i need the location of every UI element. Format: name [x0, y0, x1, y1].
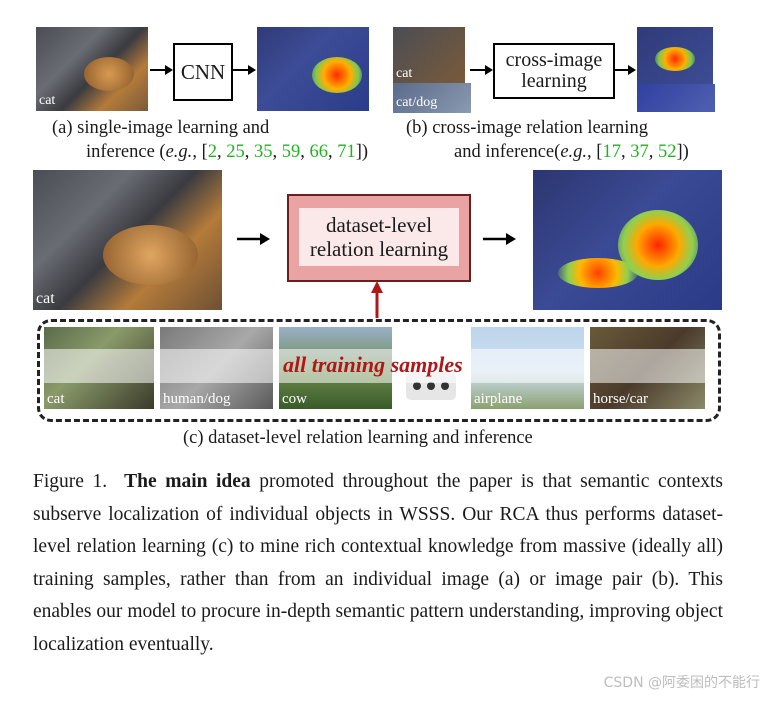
panel-c-input-image: cat: [33, 170, 222, 310]
panel-a-heatmap-image: [257, 27, 369, 111]
arrow-right-icon: [237, 233, 270, 245]
cnn-box: CNN: [173, 43, 233, 101]
ref-link[interactable]: 52: [657, 142, 677, 162]
cross-image-box: cross-image learning: [493, 43, 615, 99]
panel-b-heatmap-image-1: [637, 27, 713, 84]
ref-link[interactable]: 17: [602, 142, 621, 162]
arrow-right-icon: [470, 65, 493, 75]
panel-b-input-image-1: cat: [393, 27, 465, 84]
dataset-level-label-line2: relation learning: [309, 237, 449, 261]
heatmap-blob: [655, 47, 695, 71]
ref-link[interactable]: 2: [207, 142, 217, 162]
ref-link[interactable]: 59: [281, 142, 301, 162]
ref-link[interactable]: 35: [253, 142, 273, 162]
panel-a-input-image: cat: [36, 27, 148, 111]
panel-b-caption-line2: and inference(e.g., [17, 37, 52]): [454, 142, 689, 162]
cnn-label: CNN: [180, 59, 226, 84]
image-label: cat: [36, 290, 55, 307]
image-label: cat: [47, 391, 65, 407]
dot: [441, 382, 449, 390]
image-label: airplane: [474, 391, 523, 407]
arrow-up-icon: [371, 281, 383, 318]
dot: [427, 382, 435, 390]
panel-a-caption-line2: inference (e.g., [2, 25, 35, 59, 66, 71]…: [86, 142, 369, 162]
arrow-right-icon: [233, 65, 256, 75]
cross-image-label-line1: cross-image: [505, 49, 603, 71]
figure-caption-body: promoted throughout the paper is that se…: [33, 471, 723, 655]
panel-b-caption-line1: (b) cross-image relation learning: [406, 118, 648, 138]
figure-caption-bold: The main idea: [124, 471, 251, 492]
arrow-right-icon: [150, 65, 173, 75]
overlay-text: all training samples: [283, 352, 463, 377]
dataset-level-box: dataset-level relation learning: [287, 194, 471, 282]
image-label: cat/dog: [396, 95, 438, 110]
watermark: CSDN @阿委困的不能行: [603, 675, 760, 691]
overlay-band: [44, 349, 705, 383]
arrow-right-icon: [613, 65, 636, 75]
heatmap-blob: [312, 57, 362, 93]
ref-link[interactable]: 66: [309, 142, 328, 162]
image-label: cat: [396, 66, 413, 81]
ref-link[interactable]: 25: [226, 142, 245, 162]
figure-label: Figure 1.: [33, 471, 108, 492]
image-label: cat: [39, 93, 56, 108]
dataset-level-label-line1: dataset-level: [325, 213, 433, 237]
cross-image-label-line2: learning: [521, 70, 587, 92]
panel-b-input-image-2: cat/dog: [393, 83, 471, 113]
heatmap-blob: [558, 258, 638, 288]
image-label: cow: [282, 391, 307, 407]
training-samples-strip: [37, 319, 721, 422]
figure-caption: Figure 1. The main idea promoted through…: [33, 466, 723, 661]
image-label: horse/car: [593, 391, 648, 407]
dot: [413, 382, 421, 390]
image-label: human/dog: [163, 391, 231, 407]
arrow-right-icon: [483, 233, 516, 245]
panel-b-heatmap-image-2: [637, 84, 715, 112]
panel-a-caption-line1: (a) single-image learning and: [52, 118, 270, 138]
cat-shape: [84, 57, 134, 91]
panel-c-heatmap-image: [533, 170, 722, 310]
ref-link[interactable]: 37: [630, 142, 649, 162]
panel-c-caption: (c) dataset-level relation learning and …: [183, 428, 533, 448]
cat-shape: [103, 225, 198, 285]
ref-link[interactable]: 71: [337, 142, 356, 162]
